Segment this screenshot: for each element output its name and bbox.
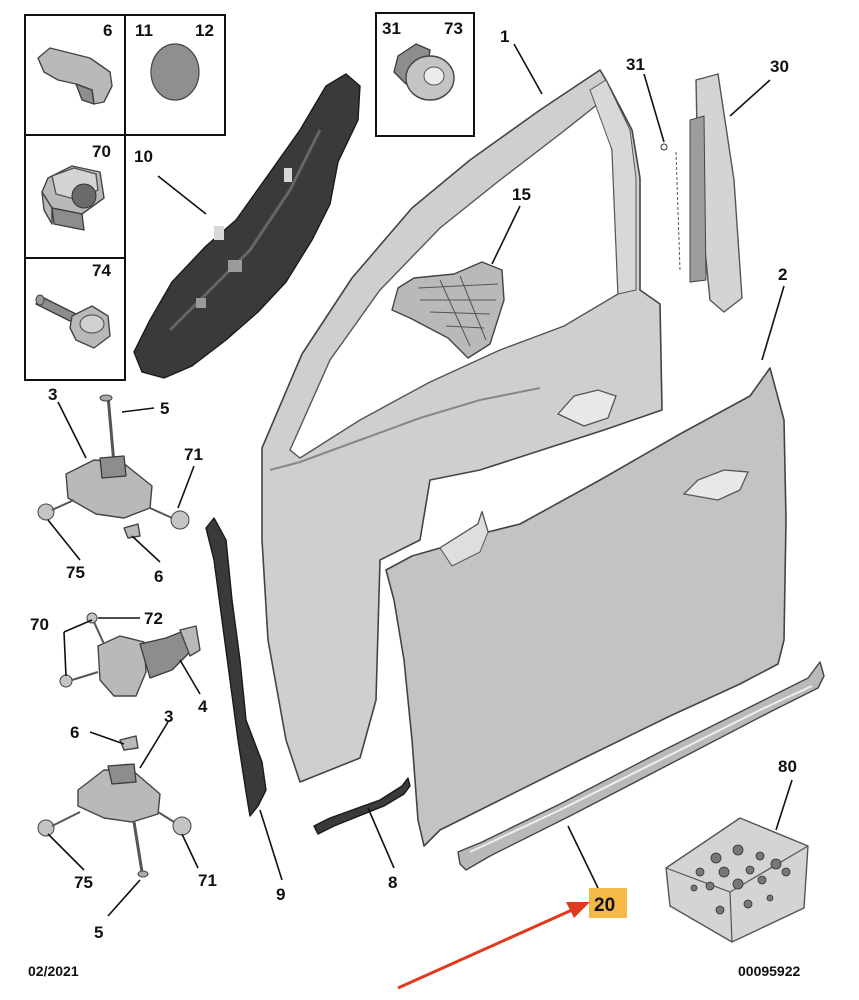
callout-75-lower: 75 (74, 873, 93, 892)
seal-strip-part-9 (205, 517, 267, 817)
callout-3-upper: 3 (48, 385, 57, 404)
callout-20: 20 (594, 895, 615, 916)
clip-kit-box-part-80 (665, 817, 809, 943)
callout-70: 70 (30, 615, 49, 634)
box-label-12: 12 (195, 21, 214, 40)
callout-72: 72 (144, 609, 163, 628)
footer-date: 02/2021 (28, 963, 79, 979)
callout-71-upper: 71 (184, 445, 203, 464)
callout-75-upper: 75 (66, 563, 85, 582)
cap-part-11-12 (150, 43, 200, 101)
callout-10: 10 (134, 147, 153, 166)
callout-6-lower: 6 (70, 723, 79, 742)
hinge-upper-part-3 (37, 394, 190, 539)
callout-6-upper: 6 (154, 567, 163, 586)
callout-5-lower: 5 (94, 923, 103, 942)
clip-marker-31 (660, 143, 668, 151)
callout-4: 4 (198, 697, 208, 716)
box-label-31: 31 (382, 19, 401, 38)
nut-part-70 (41, 165, 105, 231)
callout-8: 8 (388, 873, 397, 892)
weatherstrip-part-8 (313, 777, 411, 835)
callout-3-lower: 3 (164, 707, 173, 726)
footer-code: 00095922 (738, 963, 801, 979)
door-molding-part-20 (457, 661, 825, 871)
bolt-part-74 (35, 294, 111, 349)
callout-30: 30 (770, 57, 789, 76)
hinge-lower-part-3 (37, 735, 192, 878)
callout-20-highlight (589, 888, 627, 918)
plug-part-31-73 (393, 43, 455, 101)
callout-15: 15 (512, 185, 531, 204)
leader-lines (47, 43, 793, 917)
box-label-11: 11 (135, 21, 153, 40)
pillar-trim-part-30 (675, 73, 743, 313)
callout-1: 1 (500, 27, 509, 46)
mirror-bracket-part-15 (391, 261, 505, 359)
box-label-74: 74 (92, 261, 111, 280)
box-label-6: 6 (103, 21, 112, 40)
callout-71-lower: 71 (198, 871, 217, 890)
red-annotation-arrow (397, 902, 590, 990)
door-outer-skin-part-2 (385, 367, 787, 847)
callout-2: 2 (778, 265, 787, 284)
box-label-70: 70 (92, 142, 111, 161)
clip-part-6 (37, 47, 113, 105)
callout-80: 80 (778, 757, 797, 776)
box-label-73: 73 (444, 19, 463, 38)
callout-9: 9 (276, 885, 285, 904)
window-regulator-part-10 (133, 73, 361, 379)
callout-5-upper: 5 (160, 399, 169, 418)
callout-31: 31 (626, 55, 645, 74)
